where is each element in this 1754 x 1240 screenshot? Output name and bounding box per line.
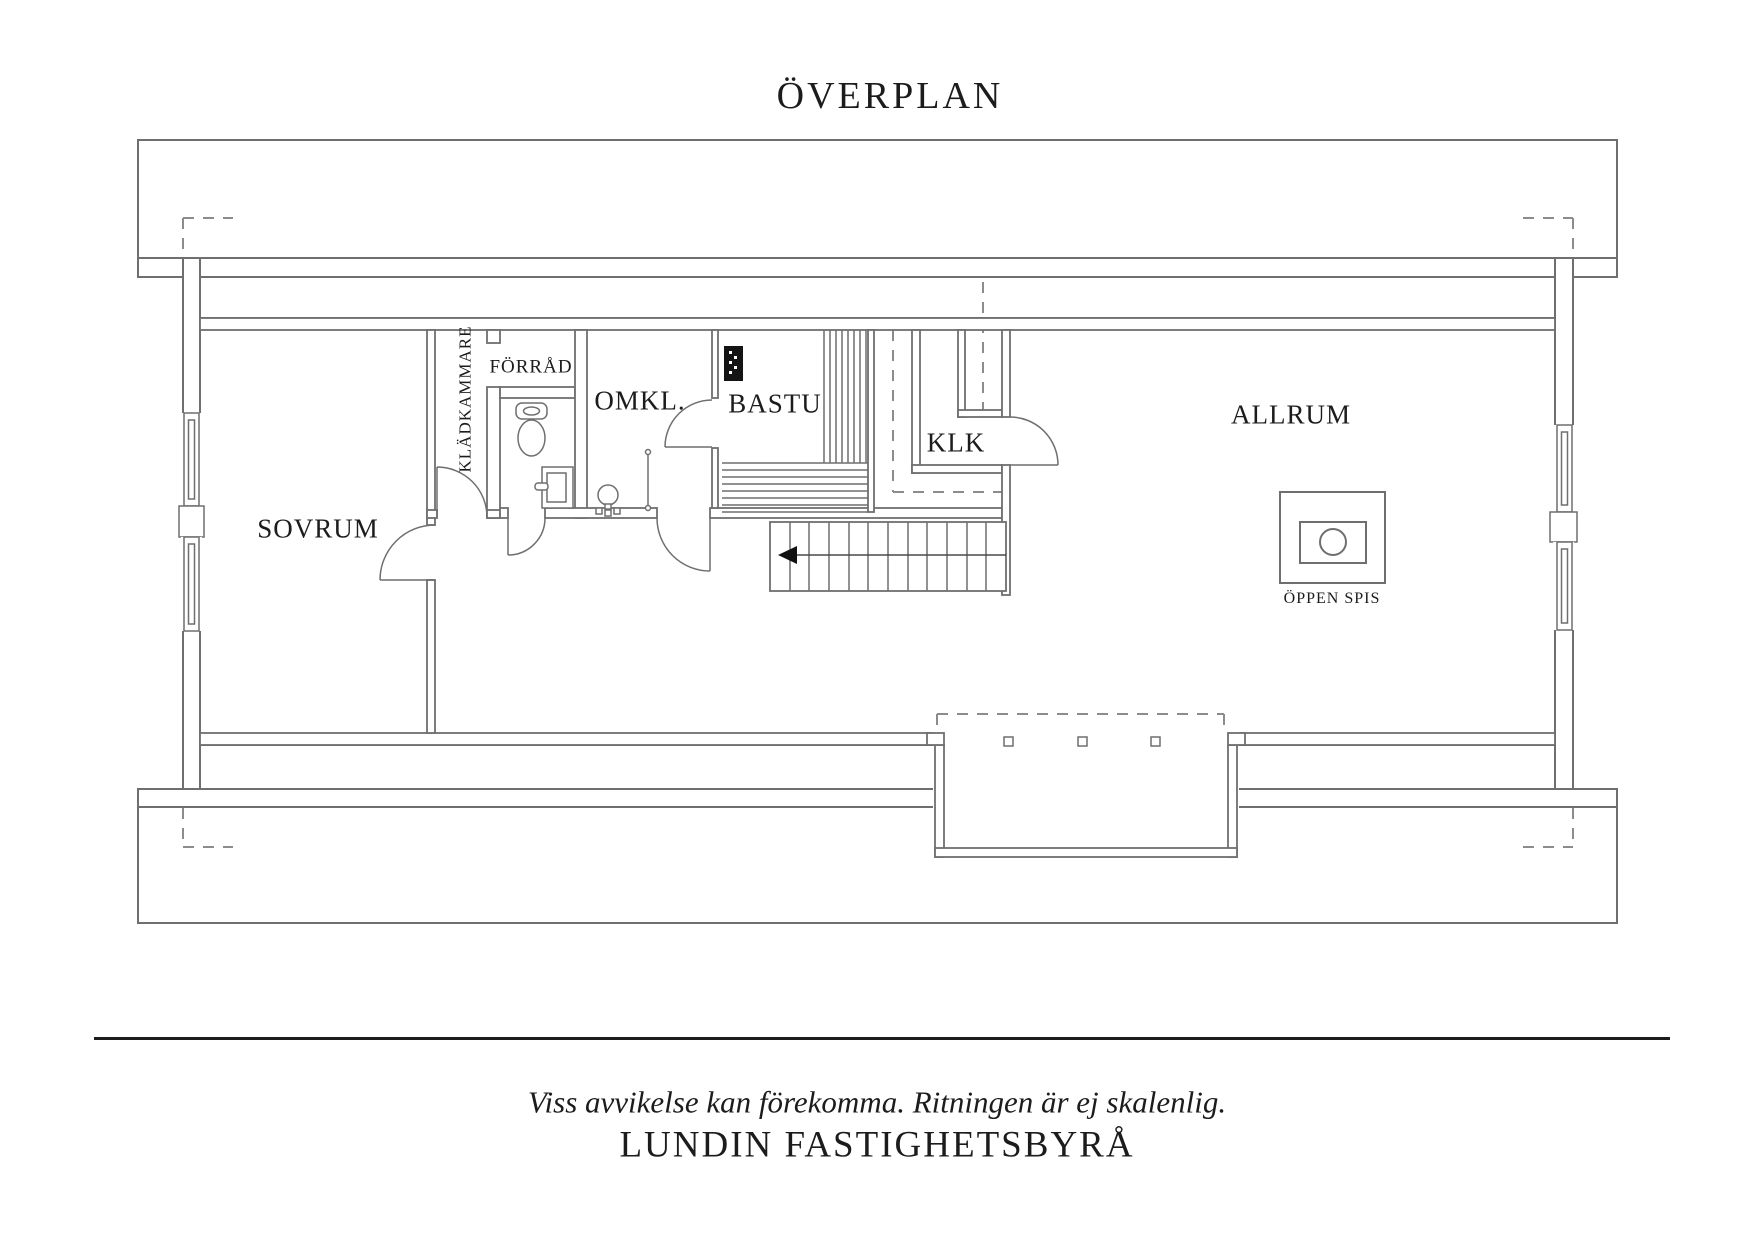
wc-fixtures [515,402,574,509]
dashed-corner-bottom-left [182,808,233,848]
wall-klk-recess-horiz [957,409,1003,418]
room-label-omkl: OMKL. [594,385,686,416]
fireplace-icon [1279,491,1386,584]
wall-bastu-west-upper [711,329,719,399]
doors [379,399,1059,581]
wall-rooms-top [199,317,1556,331]
room-label-sovrum: SOVRUM [257,513,379,544]
balcony-notch-left [926,732,945,746]
balcony-post-icon [1003,736,1014,747]
sauna-bench-horizontal-slats [722,462,868,513]
wall-rooms-bottom-left [199,732,936,746]
door-wc [507,517,546,556]
sauna-benches [722,330,868,513]
door-hall [656,517,711,572]
omkl-fixtures [595,448,652,517]
sauna-bench-vertical-slats [823,330,867,463]
sauna-heater-icon [724,346,743,381]
footer-disclaimer: Viss avvikelse kan förekomma. Ritningen … [527,1084,1227,1120]
dashed-lines [182,217,1574,848]
window-icon [183,536,200,632]
cabinet-handle-icon [534,482,549,491]
balcony-wall-bottom [934,847,1238,858]
door-sovrum [379,524,436,581]
top-knee-strip [199,276,1556,319]
window-pier [1549,511,1578,543]
room-label-forrad: FÖRRÅD [489,356,573,378]
footer-brand: LUNDIN FASTIGHETSBYRÅ [619,1124,1135,1166]
page-title: ÖVERPLAN [776,75,1004,117]
room-label-allrum: ALLRUM [1231,399,1351,430]
wall-wc-east [574,329,588,519]
room-label-kladkammare: KLÄDKAMMARE [455,325,475,473]
wall-kladkammare-south-b [486,509,501,519]
right-windows [1549,424,1578,631]
wall-rooms-bottom-right [1236,732,1556,746]
bottom-knee-strip [199,744,1556,790]
left-windows [178,412,205,632]
washbasin-icon [597,484,619,506]
dashed-ceiling-line-hall [892,330,1002,493]
wall-sovrum-east-upper [426,329,436,526]
wall-forrad-bottom [499,386,576,399]
wall-klk-recess-vert [957,329,966,418]
window-icon [1556,541,1573,631]
dashed-corner-bottom-right [1523,808,1574,848]
balcony-roof-dashed-line [936,713,1225,733]
label-oppen-spis: ÖPPEN SPIS [1283,590,1381,607]
wall-sovrum-east-lower [426,579,436,734]
dashed-corner-top-left [182,217,233,256]
window-pier [178,505,205,538]
balcony-wall-left [934,744,945,858]
wall-hall-top-b [709,507,1003,519]
balcony-post-icon [1150,736,1161,747]
balcony [926,713,1246,859]
wall-wc-south-a [499,507,509,519]
wall-kladkammare-east [486,386,501,519]
room-label-bastu: BASTU [728,388,822,419]
wall-bastu-east [867,329,875,513]
wall-kladkammare-south-a [426,509,438,519]
balcony-notch-right [1227,732,1246,746]
footer-divider [94,1037,1670,1040]
staircase [769,521,1007,592]
balcony-post-icon [1077,736,1088,747]
stair-direction-arrow-icon [778,546,797,564]
wall-klk-bottom [911,464,1003,474]
dashed-corner-top-right [1523,217,1574,256]
door-bastu [664,399,713,448]
wall-bastu-west-lower [711,447,719,509]
top-eave-lip [137,257,1618,278]
bottom-eave-lip [137,788,1618,808]
bottom-eave-band [137,806,1618,924]
door-kladkammare [436,466,488,518]
wall-allrum-west-upper [1001,329,1011,418]
top-eave-band [137,139,1618,259]
door-klk [1009,416,1059,466]
wall-klk-west [911,329,921,474]
wall-kladkammare-east-stub [486,329,501,344]
room-label-klk: KLK [926,427,986,458]
balcony-wall-right [1227,744,1238,858]
